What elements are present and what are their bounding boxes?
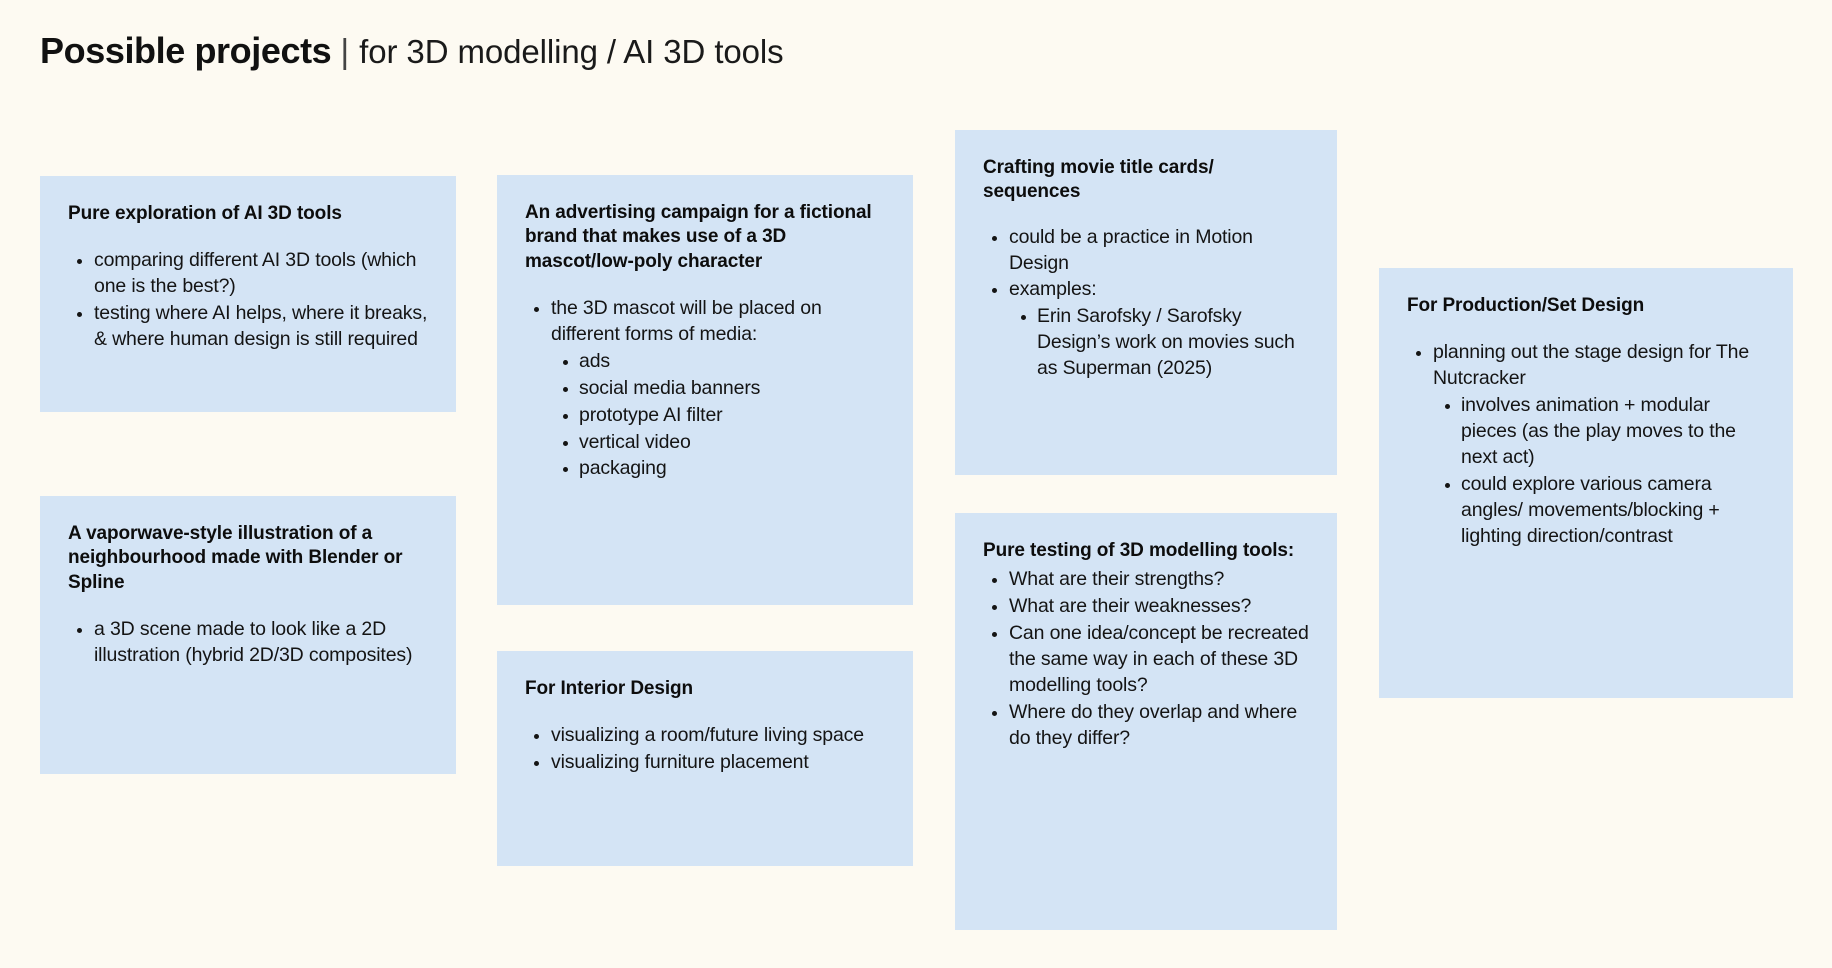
card-bullet-list: visualizing a room/future living space v… (525, 723, 885, 777)
card-movie-title-cards[interactable]: Crafting movie title cards/ sequences co… (955, 130, 1337, 475)
list-item: could be a practice in Motion Design (983, 225, 1309, 277)
list-item: Can one idea/concept be recreated the sa… (983, 621, 1309, 699)
card-bullet-list: planning out the stage design for The Nu… (1407, 340, 1765, 550)
card-title: For Production/Set Design (1407, 295, 1645, 316)
list-item: comparing different AI 3D tools (which o… (68, 248, 428, 300)
sub-list-item-text: ads (579, 349, 610, 372)
list-item-text: could be a practice in Motion Design (1009, 225, 1253, 274)
sub-list-item: packaging (551, 456, 885, 482)
sub-list-item: ads (551, 349, 885, 375)
sub-list-item: social media banners (551, 376, 885, 402)
sub-list-item: prototype AI filter (551, 403, 885, 429)
card-title: For Interior Design (525, 678, 694, 699)
sub-list-item-text: could explore various camera angles/ mov… (1461, 472, 1720, 547)
page-title: Possible projects | for 3D modelling / A… (40, 30, 784, 72)
list-item-text: planning out the stage design for The Nu… (1433, 341, 1750, 390)
list-item-text: a 3D scene made to look like a 2D illust… (94, 617, 413, 666)
card-title: Pure exploration of AI 3D tools (68, 203, 342, 224)
card-bullet-list: could be a practice in Motion Design exa… (983, 225, 1309, 384)
list-item: visualizing furniture placement (525, 750, 885, 776)
list-item: visualizing a room/future living space (525, 723, 885, 749)
sub-list-item-text: prototype AI filter (579, 403, 723, 426)
sub-list-item-text: Erin Sarofsky / Sarofsky Design’s work o… (1037, 305, 1295, 380)
list-item-text: Where do they overlap and where do they … (1009, 700, 1298, 749)
list-item-text: visualizing a room/future living space (551, 724, 864, 747)
card-bullet-list: a 3D scene made to look like a 2D illust… (68, 617, 428, 670)
card-title: An advertising campaign for a fictional … (525, 202, 872, 272)
sub-list-item: Erin Sarofsky / Sarofsky Design’s work o… (1009, 304, 1309, 382)
card-advertising-campaign[interactable]: An advertising campaign for a fictional … (497, 175, 913, 605)
card-bullet-list: What are their strengths? What are their… (983, 567, 1309, 752)
list-item: Where do they overlap and where do they … (983, 700, 1309, 752)
card-production-set-design[interactable]: For Production/Set Design planning out t… (1379, 268, 1793, 698)
card-bullet-list: the 3D mascot will be placed on differen… (525, 296, 885, 483)
sub-list-item-text: packaging (579, 457, 667, 480)
list-item: the 3D mascot will be placed on differen… (525, 296, 885, 482)
card-vaporwave-illustration[interactable]: A vaporwave-style illustration of a neig… (40, 496, 456, 774)
sub-list-item-text: vertical video (579, 430, 691, 453)
sub-list-item: vertical video (551, 430, 885, 456)
list-item-text: visualizing furniture placement (551, 751, 809, 774)
page-title-subtitle: for 3D modelling / AI 3D tools (359, 33, 784, 70)
sub-list-item: could explore various camera angles/ mov… (1433, 472, 1765, 550)
sub-bullet-list: Erin Sarofsky / Sarofsky Design’s work o… (1009, 304, 1309, 382)
list-item-text: comparing different AI 3D tools (which o… (94, 249, 417, 298)
list-item-text: What are their strengths? (1009, 568, 1225, 591)
list-item-text: testing where AI helps, where it breaks,… (94, 302, 428, 351)
title-divider: | (340, 33, 350, 71)
card-interior-design[interactable]: For Interior Design visualizing a room/f… (497, 651, 913, 866)
list-item: examples: Erin Sarofsky / Sarofsky Desig… (983, 277, 1309, 382)
card-title: Pure testing of 3D modelling tools: (983, 540, 1295, 561)
card-title: Crafting movie title cards/ sequences (983, 157, 1214, 203)
list-item-text: What are their weaknesses? (1009, 595, 1252, 618)
sub-list-item-text: social media banners (579, 376, 761, 399)
sub-bullet-list: ads social media banners prototype AI fi… (551, 349, 885, 483)
card-title: A vaporwave-style illustration of a neig… (68, 523, 403, 593)
sub-list-item: involves animation + modular pieces (as … (1433, 393, 1765, 471)
list-item-text: examples: (1009, 278, 1097, 301)
list-item: planning out the stage design for The Nu… (1407, 340, 1765, 549)
list-item-text: the 3D mascot will be placed on differen… (551, 296, 822, 345)
sub-list-item-text: involves animation + modular pieces (as … (1461, 394, 1736, 468)
list-item: What are their strengths? (983, 567, 1309, 593)
sub-bullet-list: involves animation + modular pieces (as … (1433, 393, 1765, 550)
card-bullet-list: comparing different AI 3D tools (which o… (68, 248, 428, 354)
card-pure-testing-3d-tools[interactable]: Pure testing of 3D modelling tools: What… (955, 513, 1337, 930)
list-item: a 3D scene made to look like a 2D illust… (68, 617, 428, 669)
page-title-main: Possible projects (40, 30, 332, 71)
card-pure-exploration[interactable]: Pure exploration of AI 3D tools comparin… (40, 176, 456, 412)
list-item-text: Can one idea/concept be recreated the sa… (1009, 622, 1309, 696)
list-item: testing where AI helps, where it breaks,… (68, 301, 428, 353)
list-item: What are their weaknesses? (983, 594, 1309, 620)
